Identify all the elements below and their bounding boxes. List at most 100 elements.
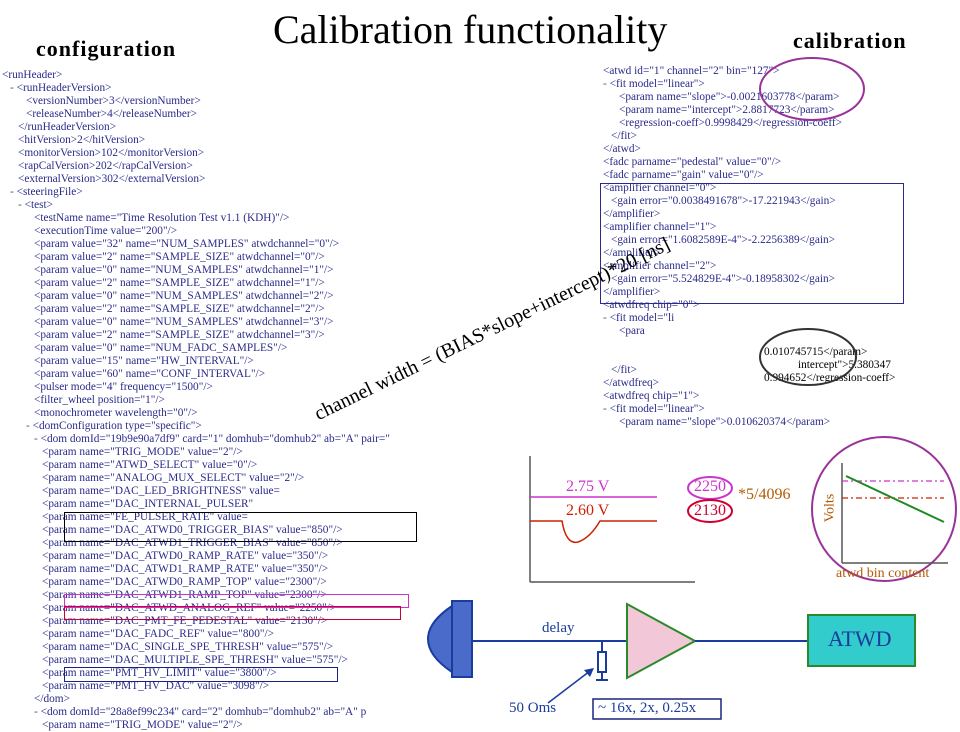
dac-scale-label: *5/4096 bbox=[738, 486, 791, 503]
xml-line: </runHeaderVersion> bbox=[2, 121, 432, 134]
xml-line-text: <amplifier channel="2"> bbox=[603, 260, 717, 272]
xml-line-text: <param name="DAC_ATWD_ANALOG_REF" value=… bbox=[42, 602, 337, 614]
xml-line-text: <param name="DAC_PMT_FE_PEDESTAL" value=… bbox=[42, 615, 328, 627]
xml-line-text: <param name="DAC_LED_BRIGHTNESS" value= bbox=[42, 485, 280, 497]
pmt-circuit bbox=[426, 600, 916, 720]
xml-line: <executionTime value="200"/> bbox=[2, 225, 432, 238]
collapse-toggle-icon[interactable]: - bbox=[26, 420, 33, 432]
xml-line: <param name="TRIG_MODE" value="2"/> bbox=[2, 446, 432, 459]
xml-line: - <test> bbox=[2, 199, 432, 212]
xml-line: - <fit model="li bbox=[603, 312, 960, 325]
xml-line-text: <atwdfreq chip="1"> bbox=[603, 390, 700, 402]
xml-line-text: </fit> bbox=[611, 130, 637, 142]
xml-line-text: <param value="32" name="NUM_SAMPLES" atw… bbox=[34, 238, 340, 250]
xml-line: <hitVersion>2</hitVersion> bbox=[2, 134, 432, 147]
xml-line: <param value="2" name="SAMPLE_SIZE" atwd… bbox=[2, 329, 432, 342]
freq-intercept-fragment: intercept">5.380347 bbox=[798, 359, 891, 371]
xml-line: <param name="DAC_ATWD_ANALOG_REF" value=… bbox=[2, 602, 432, 615]
xml-line: - <steeringFile> bbox=[2, 186, 432, 199]
collapse-toggle-icon[interactable]: - bbox=[603, 78, 610, 90]
xml-line: <amplifier channel="1"> bbox=[603, 221, 960, 234]
resistor-symbol bbox=[597, 651, 607, 673]
collapse-toggle-icon[interactable]: - bbox=[34, 706, 41, 718]
xml-line-text: <param name="DAC_INTERNAL_PULSER" bbox=[42, 498, 254, 510]
xml-line: <gain error="0.0038491678">-17.221943</g… bbox=[603, 195, 960, 208]
xml-line-text: </amplifier> bbox=[603, 247, 661, 259]
xml-line: <monitorVersion>102</monitorVersion> bbox=[2, 147, 432, 160]
collapse-toggle-icon[interactable]: - bbox=[603, 403, 610, 415]
xml-line: </fit> bbox=[603, 130, 960, 143]
xml-line-text: <param value="2" name="SAMPLE_SIZE" atwd… bbox=[34, 303, 325, 315]
xml-line-text: <param name="ANALOG_MUX_SELECT" value="2… bbox=[42, 472, 305, 484]
xml-line-text: <param name="PMT_HV_LIMIT" value="3800"/… bbox=[42, 667, 277, 679]
xml-line-text: <fit model="linear"> bbox=[609, 78, 705, 90]
xml-line: <param name="DAC_MULTIPLE_SPE_THRESH" va… bbox=[2, 654, 432, 667]
xml-line: </amplifier> bbox=[603, 247, 960, 260]
xml-line-text: <para bbox=[619, 325, 645, 337]
analog-ref-highlight-box bbox=[64, 594, 409, 608]
voltage-260-label: 2.60 V bbox=[566, 502, 610, 519]
gains-box bbox=[592, 698, 722, 720]
xml-line-text: <pulser mode="4" frequency="1500"/> bbox=[34, 381, 213, 393]
xml-line: <monochrometer wavelength="0"/> bbox=[2, 407, 432, 420]
xml-line-text: <testName name="Time Resolution Test v1.… bbox=[34, 212, 290, 224]
amplifier-triangle bbox=[626, 602, 698, 680]
xml-line-text: <rapCalVersion>202</rapCalVersion> bbox=[18, 160, 193, 172]
xml-line: <param name="ATWD_SELECT" value="0"/> bbox=[2, 459, 432, 472]
xml-line: <gain error="1.6082589E-4">-2.2256389</g… bbox=[603, 234, 960, 247]
xml-line: <param name="FE_PULSER_RATE" value= bbox=[2, 511, 432, 524]
delay-label: delay bbox=[542, 620, 575, 636]
xml-line: <amplifier channel="2"> bbox=[603, 260, 960, 273]
xml-line-text: <param name="ATWD_SELECT" value="0"/> bbox=[42, 459, 258, 471]
xml-line: <filter_wheel position="1"/> bbox=[2, 394, 432, 407]
xml-line-text: </runHeaderVersion> bbox=[18, 121, 117, 133]
collapse-toggle-icon[interactable]: - bbox=[603, 312, 610, 324]
collapse-toggle-icon[interactable]: - bbox=[18, 199, 25, 211]
xml-line-text: <param name="DAC_MULTIPLE_SPE_THRESH" va… bbox=[42, 654, 348, 666]
xml-line-text: <param value="0" name="NUM_SAMPLES" atwd… bbox=[34, 316, 334, 328]
xml-line: <param value="15" name="HW_INTERVAL"/> bbox=[2, 355, 432, 368]
xml-line-text: <param name="intercept">2.8817723</param… bbox=[619, 104, 835, 116]
xml-line-text: <dom domId="28a8ef99c234" card="2" domhu… bbox=[40, 706, 367, 718]
collapse-toggle-icon[interactable]: - bbox=[34, 433, 41, 445]
collapse-toggle-icon[interactable]: - bbox=[10, 82, 17, 94]
trigger-bias-highlight-box bbox=[64, 512, 417, 542]
xml-line: <param name="DAC_LED_BRIGHTNESS" value= bbox=[2, 485, 432, 498]
volts-vs-bin-inset bbox=[811, 436, 957, 582]
xml-line: <param name="DAC_ATWD1_RAMP_TOP" value="… bbox=[2, 589, 432, 602]
xml-line-text: <monitorVersion>102</monitorVersion> bbox=[18, 147, 205, 159]
xml-line-text: <param value="2" name="SAMPLE_SIZE" atwd… bbox=[34, 277, 325, 289]
gains-label: ~ 16x, 2x, 0.25x bbox=[598, 700, 697, 716]
xml-line: <param name="intercept">2.8817723</param… bbox=[603, 104, 960, 117]
xml-line-text: <param name="DAC_ATWD0_RAMP_RATE" value=… bbox=[42, 550, 329, 562]
xml-line: - <fit model="linear"> bbox=[603, 78, 960, 91]
xml-line: - <fit model="linear"> bbox=[603, 403, 960, 416]
xml-line-text: <gain error="0.0038491678">-17.221943</g… bbox=[611, 195, 836, 207]
xml-line-text: <param name="TRIG_MODE" value="2"/> bbox=[42, 446, 243, 458]
xml-line-text: <amplifier channel="0"> bbox=[603, 182, 717, 194]
collapse-toggle-icon[interactable]: - bbox=[10, 186, 17, 198]
xml-line: <externalVersion>302</externalVersion> bbox=[2, 173, 432, 186]
xml-line: <atwdfreq chip="0"> bbox=[603, 299, 960, 312]
xml-line: <param value="2" name="SAMPLE_SIZE" atwd… bbox=[2, 251, 432, 264]
xml-line: <param value="0" name="NUM_FADC_SAMPLES"… bbox=[2, 342, 432, 355]
xml-line-text: <atwdfreq chip="0"> bbox=[603, 299, 700, 311]
xml-line: <param value="32" name="NUM_SAMPLES" atw… bbox=[2, 238, 432, 251]
xml-line: </atwd> bbox=[603, 143, 960, 156]
xml-line-text: <param name="slope">0.010620374</param> bbox=[619, 416, 831, 428]
xml-line: <param value="0" name="NUM_SAMPLES" atwd… bbox=[2, 290, 432, 303]
xml-line-text: <param value="0" name="NUM_FADC_SAMPLES"… bbox=[34, 342, 288, 354]
xml-line-text: <param name="DAC_FADC_REF" value="800"/> bbox=[42, 628, 274, 640]
xml-line: <param name="DAC_INTERNAL_PULSER" bbox=[2, 498, 432, 511]
xml-line-text: <param name="TRIG_MODE" value="2"/> bbox=[42, 719, 243, 731]
fe-pedestal-highlight-box bbox=[64, 606, 401, 620]
xml-line: - <domConfiguration type="specific"> bbox=[2, 420, 432, 433]
xml-line: <param value="60" name="CONF_INTERVAL"/> bbox=[2, 368, 432, 381]
dac-2130-ellipse bbox=[687, 499, 733, 523]
xml-line: </fit> bbox=[603, 364, 960, 377]
resistor-label: 50 Oms bbox=[509, 700, 557, 716]
xml-line-text: </dom> bbox=[34, 693, 70, 705]
xml-line-text: <param name="DAC_ATWD1_RAMP_TOP" value="… bbox=[42, 589, 327, 601]
xml-line: <param name="slope">-0.0021603778</param… bbox=[603, 91, 960, 104]
